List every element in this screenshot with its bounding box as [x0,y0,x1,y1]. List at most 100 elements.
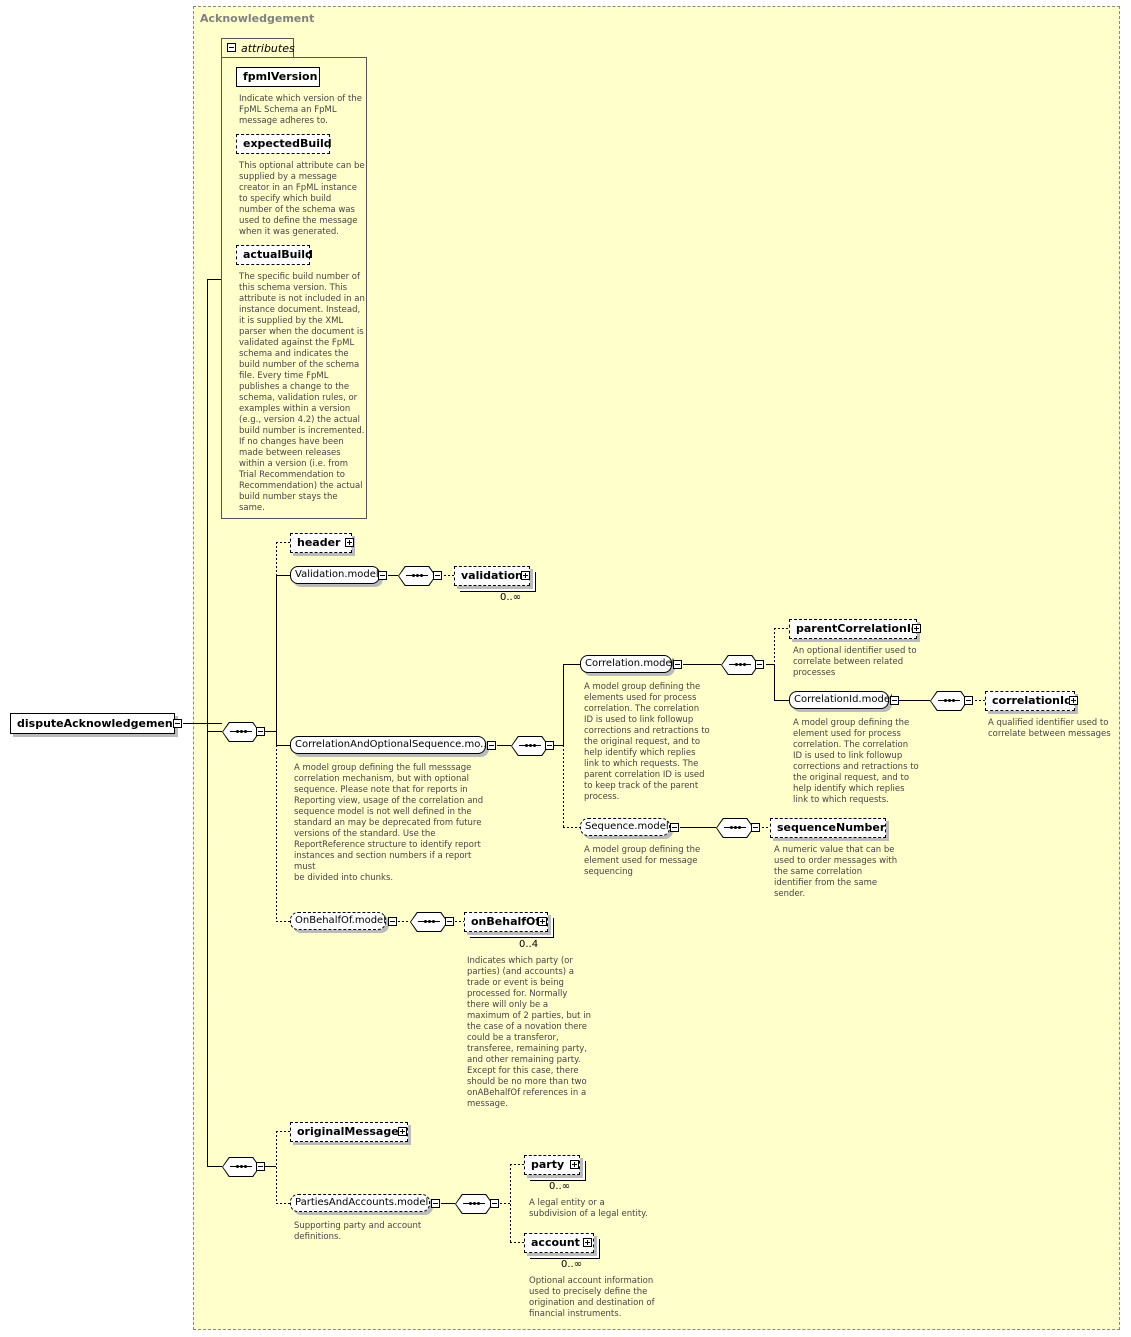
doc-line: onABehalfOf references in a [467,1088,587,1098]
doc-line: element used for process [793,729,901,739]
doc-line: help identify which replies [793,784,905,794]
element-parent-correlation-id[interactable]: parentCorrelationId [789,619,919,639]
element-label: originalMessage [297,1125,399,1138]
collapse-bottom-sequence-icon[interactable] [256,1162,265,1171]
group-correlation-model[interactable]: Correlation.model [580,655,674,673]
collapse-attributes-icon[interactable] [227,43,236,52]
occurrence-on-behalf-of: 0..4 [519,939,539,950]
expand-party-icon[interactable] [570,1160,579,1169]
occurrence-account: 0..∞ [561,1259,583,1270]
collapse-validation-sequence-icon[interactable] [433,571,442,580]
attribute-doc-expected-build: This optional attribute can be supplied … [239,161,365,238]
attribute-fpml-version[interactable]: fpmlVersion [236,67,320,87]
element-party[interactable]: party [524,1155,580,1175]
element-label: parentCorrelationId [796,622,919,635]
collapse-on-behalf-of-model-icon[interactable] [388,917,397,926]
doc-line: origination and destination of [529,1298,655,1308]
collapse-sequence-model-icon[interactable] [670,823,679,832]
doc-correlation-id: A qualified identifier used to correlate… [988,718,1118,740]
group-parties-and-accounts-model[interactable]: PartiesAndAccounts.model [290,1194,430,1212]
collapse-sequence-model-sequence-icon[interactable] [751,823,760,832]
doc-line: correlation. The correlation [793,740,909,750]
collapse-parties-and-accounts-icon[interactable] [431,1199,440,1208]
doc-line: creator in an FpML instance [239,183,357,193]
sequence-compositor-sequence-model[interactable] [716,818,754,838]
doc-line: process. [584,792,620,802]
doc-line: used to precisely define the [529,1287,648,1297]
sequence-compositor-correlation-model[interactable] [721,655,759,675]
expand-on-behalf-of-icon[interactable] [538,917,547,926]
element-correlation-id[interactable]: correlationId [985,691,1075,711]
doc-line: This optional attribute can be [239,161,365,171]
group-sequence-model[interactable]: Sequence.model [580,818,670,836]
collapse-corr-opt-seq-icon[interactable] [487,741,496,750]
attribute-expected-build[interactable]: expectedBuild [236,134,332,154]
doc-line: Optional account information [529,1276,654,1286]
collapse-correlation-model-sequence-icon[interactable] [755,660,764,669]
element-header[interactable]: header [290,533,352,553]
sequence-compositor-correlation-id[interactable] [930,691,968,711]
root-element-dispute-acknowledgement[interactable]: disputeAcknowledgement [10,713,178,734]
collapse-on-behalf-of-sequence-icon[interactable] [445,917,454,926]
element-sequence-number[interactable]: sequenceNumber [770,818,886,838]
doc-line: sequence model is not well defined in th… [294,807,472,817]
doc-line: versions of the standard. Use the [294,829,436,839]
expand-validation-icon[interactable] [521,571,530,580]
doc-line: the original request, and to [584,737,701,747]
collapse-main-sequence-icon[interactable] [256,727,265,736]
sequence-compositor-bottom[interactable] [222,1157,260,1177]
sequence-compositor-parties-and-accounts[interactable] [455,1194,493,1214]
doc-line: ID is used to link followup [584,715,694,725]
doc-line: correlate between related [793,657,904,667]
doc-line: ReportReference structure to identify re… [294,840,481,850]
doc-line: processes [793,668,836,678]
attributes-tab[interactable]: attributes [221,38,295,57]
doc-line: supplied by a message [239,172,337,182]
group-label: OnBehalfOf.model [295,915,386,926]
collapse-parties-and-accounts-sequence-icon[interactable] [490,1199,499,1208]
element-original-message[interactable]: originalMessage [290,1122,408,1142]
attribute-actual-build[interactable]: actualBuild [236,245,313,265]
doc-line: should be no more than two [467,1077,587,1087]
element-on-behalf-of[interactable]: onBehalfOf [464,912,548,932]
doc-party: A legal entity or a subdivision of a leg… [529,1198,669,1220]
expand-original-message-icon[interactable] [398,1127,407,1136]
sequence-compositor-validation[interactable] [398,566,436,586]
group-label: CorrelationId.model [794,694,893,705]
expand-header-icon[interactable] [345,538,354,547]
doc-line: the case of a novation there [467,1022,587,1032]
doc-line: processed for. Normally [467,989,568,999]
collapse-correlation-sequence-icon[interactable] [545,741,554,750]
doc-line: parser when the document is [239,327,364,337]
sequence-compositor-main[interactable] [222,722,260,742]
doc-line: elements used for process [584,693,697,703]
doc-line: link to which requests. [793,795,889,805]
expand-correlation-id-icon[interactable] [1069,696,1078,705]
collapse-correlation-model-icon[interactable] [673,660,682,669]
group-on-behalf-of-model[interactable]: OnBehalfOf.model [290,912,386,930]
sequence-compositor-on-behalf-of[interactable] [410,912,448,932]
doc-line: transferee, remaining party, [467,1044,588,1054]
element-validation[interactable]: validation [454,566,530,586]
doc-line: ID is used to link followup [793,751,903,761]
doc-line: An optional identifier used to [793,646,917,656]
group-correlation-and-optional-sequence[interactable]: CorrelationAndOptionalSequence.mo... [290,736,490,754]
expand-account-icon[interactable] [583,1238,592,1247]
collapse-correlation-id-model-icon[interactable] [890,696,899,705]
attribute-name: fpmlVersion [243,70,318,83]
element-label: party [531,1158,565,1171]
collapse-correlation-id-sequence-icon[interactable] [964,696,973,705]
sequence-compositor-correlation[interactable] [511,736,549,756]
doc-line: made between releases [239,448,341,458]
group-correlation-id-model[interactable]: CorrelationId.model [789,691,893,709]
element-account[interactable]: account [524,1233,594,1253]
doc-line: this schema version. This [239,283,348,293]
collapse-validation-model-icon[interactable] [378,571,387,580]
doc-line: when it was generated. [239,227,339,237]
expand-parent-correlation-id-icon[interactable] [912,624,921,633]
doc-line: the same correlation [774,867,863,877]
collapse-root-icon[interactable] [173,719,182,728]
group-validation-model[interactable]: Validation.model [290,566,380,584]
doc-correlation-model: A model group defining the elements used… [584,682,714,803]
